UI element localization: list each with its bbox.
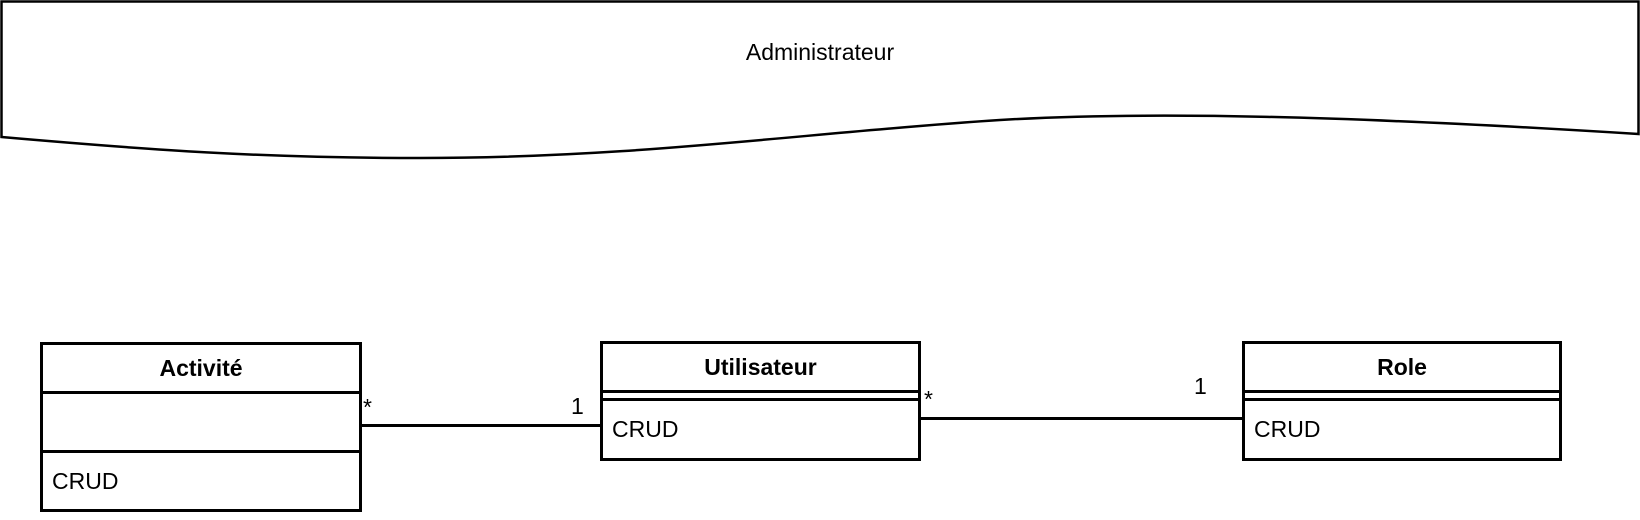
administrateur-boundary-shape[interactable]	[0, 0, 1640, 160]
compartment-separator	[1245, 393, 1559, 401]
class-title: Activité	[43, 345, 359, 394]
multiplicity-one-role: 1	[1194, 373, 1207, 399]
class-box-activite[interactable]: Activité CRUD	[40, 342, 362, 512]
compartment-separator	[603, 393, 918, 401]
multiplicity-star-utilisateur: *	[924, 386, 933, 412]
operations-compartment: CRUD	[1254, 416, 1321, 442]
class-title: Utilisateur	[603, 344, 918, 393]
association-utilisateur-role[interactable]	[919, 417, 1243, 420]
attributes-compartment	[43, 394, 359, 453]
class-box-role[interactable]: Role CRUD	[1242, 341, 1562, 461]
association-activite-utilisateur[interactable]	[361, 424, 601, 427]
boundary-title: Administrateur	[745, 39, 895, 65]
class-title: Role	[1245, 344, 1559, 393]
multiplicity-star-activite: *	[363, 394, 372, 420]
operations-compartment: CRUD	[52, 467, 119, 494]
multiplicity-one-utilisateur: 1	[571, 393, 584, 419]
class-box-utilisateur[interactable]: Utilisateur CRUD	[600, 341, 921, 461]
operations-compartment: CRUD	[612, 416, 679, 442]
administrateur-boundary[interactable]	[0, 0, 1640, 165]
